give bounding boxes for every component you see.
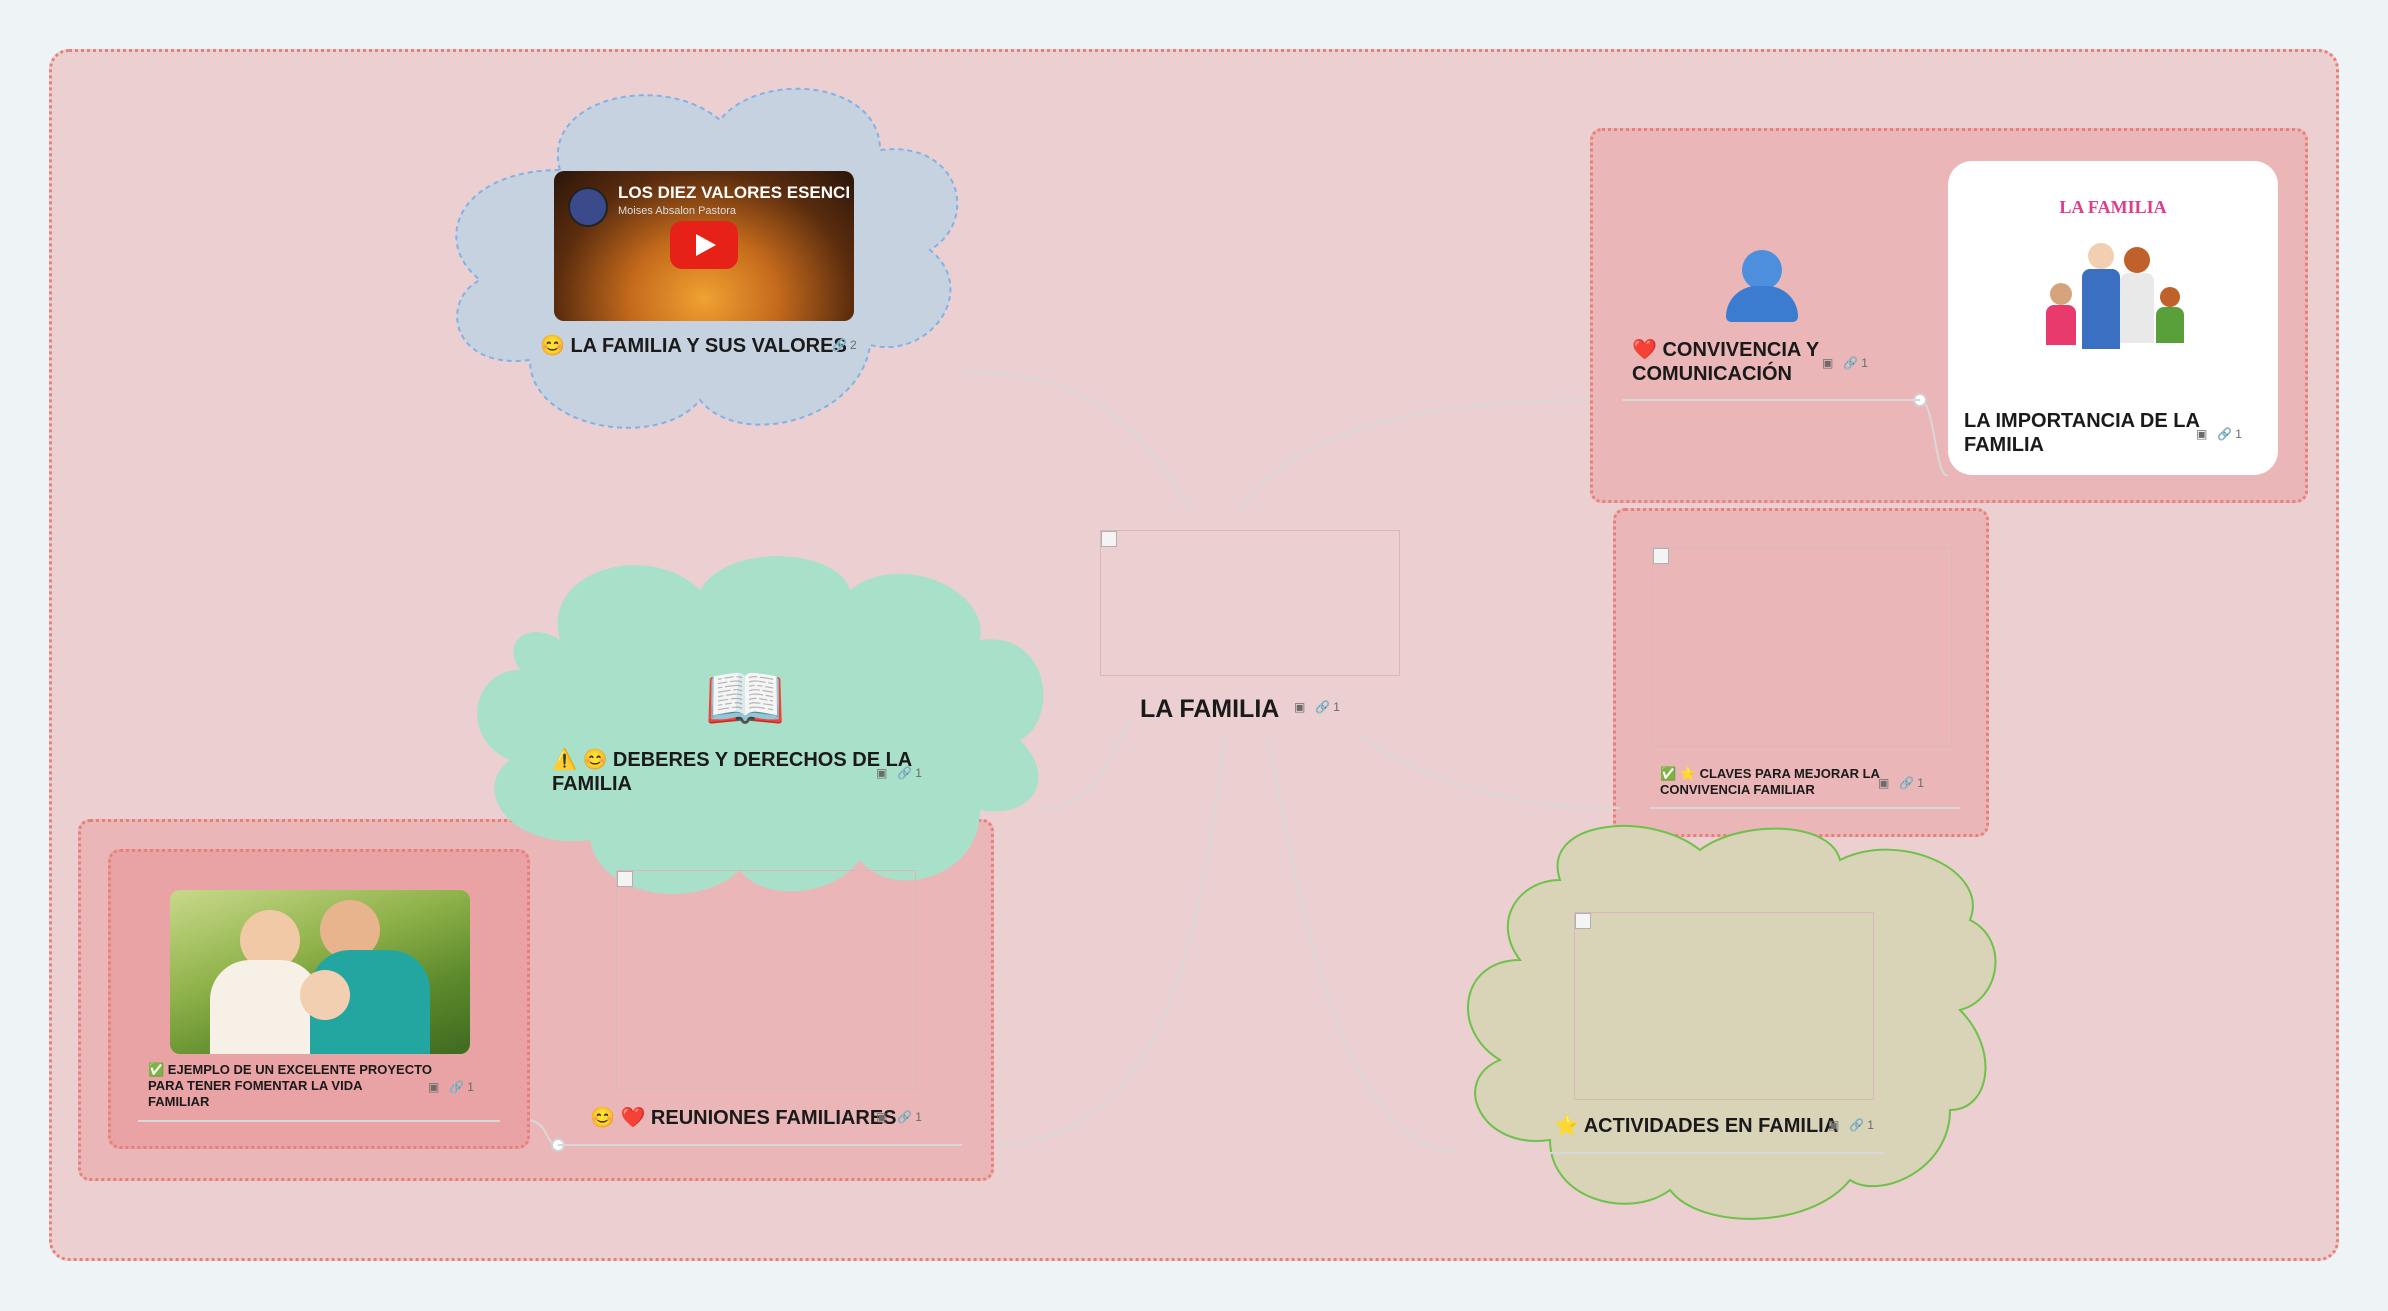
connector-reuniones [994,739,1226,1146]
video-title: LOS DIEZ VALORES ESENCI [618,183,851,202]
link-icon[interactable]: 🔗1 [449,1080,474,1094]
connector-claves [1359,734,1621,810]
connector-convivencia [1239,399,1591,511]
actividades-image[interactable] [1574,912,1874,1100]
link-icon[interactable]: 🔗1 [1843,356,1868,370]
image-icon[interactable]: ▣ [1294,700,1306,714]
convivencia-label[interactable]: ❤️ CONVIVENCIA Y COMUNICACIÓN [1632,339,1820,385]
valores-label[interactable]: 😊 LA FAMILIA Y SUS VALORES [540,335,847,357]
deberes-meta: ▣ 🔗1 [876,766,922,780]
reuniones-label[interactable]: 😊 ❤️ REUNIONES FAMILIARES [590,1107,897,1129]
broken-image-icon [1101,531,1117,547]
central-image[interactable] [1100,530,1400,676]
convivencia-meta: ▣ 🔗1 [1822,356,1868,370]
connector-valores [959,370,1191,511]
cloud-deberes [477,556,1044,894]
link-icon[interactable]: 🔗1 [897,766,922,780]
central-topic[interactable]: LA FAMILIA [1140,695,1280,723]
broken-image-icon [617,871,633,887]
actividades-underline [1548,1152,1884,1154]
ejemplo-underline [138,1120,500,1122]
valores-meta: 🔗2 [832,338,857,352]
link-icon[interactable]: 🔗1 [1315,700,1340,714]
family-photo[interactable] [170,890,470,1054]
link-icon[interactable]: 🔗1 [2217,427,2242,441]
video-author: Moises Absalon Pastora [618,205,737,217]
link-icon[interactable]: 🔗2 [832,338,857,352]
valores-video-thumbnail[interactable]: LOS DIEZ VALORES ESENCI Moises Absalon P… [554,171,854,321]
convivencia-underline [1622,399,1920,401]
broken-image-icon [1653,548,1669,564]
claves-meta: ▣ 🔗1 [1878,776,1924,790]
image-icon[interactable]: ▣ [1828,1118,1840,1132]
user-group-icon [1718,250,1802,324]
importancia-meta: ▣ 🔗1 [2196,427,2242,441]
cloud-actividades [1466,825,1997,1220]
image-icon[interactable]: ▣ [876,766,888,780]
link-icon[interactable]: 🔗1 [897,1110,922,1124]
image-icon[interactable]: ▣ [1822,356,1834,370]
broken-image-icon [1575,913,1591,929]
reuniones-image[interactable] [616,870,916,1090]
claves-image[interactable] [1652,547,1952,747]
card-title: LA FAMILIA [2059,197,2167,217]
play-icon[interactable] [670,221,738,269]
ejemplo-meta: ▣ 🔗1 [428,1080,474,1094]
claves-boundary [1613,508,1989,837]
link-icon[interactable]: 🔗1 [1849,1118,1874,1132]
actividades-meta: ▣ 🔗1 [1828,1118,1874,1132]
central-meta: ▣ 🔗1 [1294,700,1340,714]
link-icon[interactable]: 🔗1 [1899,776,1924,790]
reuniones-meta: ▣ 🔗1 [876,1110,922,1124]
family-illustration [2040,243,2190,363]
ejemplo-label[interactable]: ✅ EJEMPLO DE UN EXCELENTE PROYECTO PARA … [148,1062,432,1109]
importancia-card[interactable]: LA FAMILIA LA IMPORTANCIA DE LA FAMILIA … [1948,161,2278,475]
connector-deberes [1039,719,1131,811]
importancia-label: LA IMPORTANCIA DE LA FAMILIA [1964,410,2200,456]
channel-avatar [568,187,608,227]
deberes-label[interactable]: ⚠️ 😊 DEBERES Y DERECHOS DE LA FAMILIA [552,749,913,795]
claves-label[interactable]: ✅ ⭐ CLAVES PARA MEJORAR LA CONVIVENCIA F… [1660,766,1880,797]
book-icon: 📖 [704,661,787,735]
connector-actividades [1267,739,1461,1153]
claves-underline [1650,807,1960,809]
image-icon[interactable]: ▣ [428,1080,440,1094]
actividades-label[interactable]: ⭐ ACTIVIDADES EN FAMILIA [1554,1115,1839,1137]
image-icon[interactable]: ▣ [876,1110,888,1124]
reuniones-underline [558,1144,962,1146]
image-icon[interactable]: ▣ [1878,776,1890,790]
image-icon[interactable]: ▣ [2196,427,2208,441]
